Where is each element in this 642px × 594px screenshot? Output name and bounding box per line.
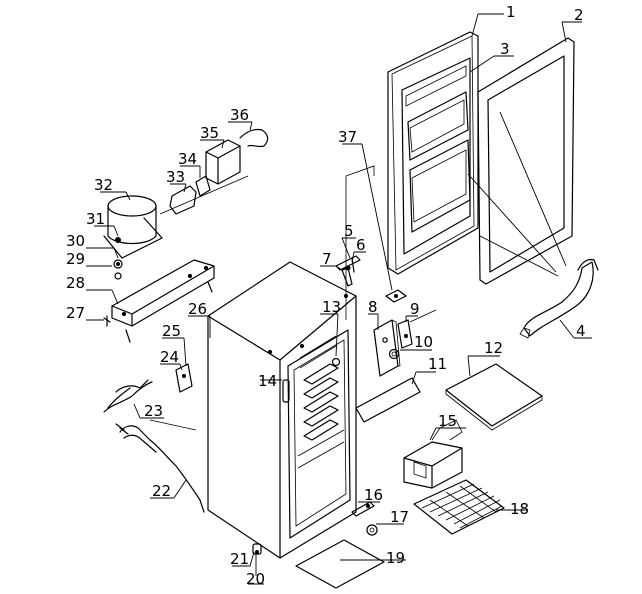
power-cord — [115, 423, 205, 513]
callout-9: 9 — [410, 300, 420, 318]
callout-5: 5 — [344, 222, 354, 240]
crisper-cover-glass — [295, 539, 385, 589]
compressor-base-plate — [111, 259, 215, 327]
glass-shelf — [445, 363, 543, 431]
callout-35: 35 — [200, 124, 219, 142]
door-gasket — [477, 37, 575, 285]
terminal-line — [159, 175, 249, 215]
callout-32: 32 — [94, 176, 113, 194]
callout-21: 21 — [230, 550, 249, 568]
callout-6: 6 — [356, 236, 366, 254]
top-hinge — [335, 255, 361, 287]
bottom-foot — [252, 543, 262, 555]
callout-11: 11 — [428, 355, 447, 373]
callout-13: 13 — [322, 298, 341, 316]
callout-26: 26 — [188, 300, 207, 318]
callout-20: 20 — [246, 570, 265, 588]
callout-18: 18 — [510, 500, 529, 518]
callout-15: 15 — [438, 412, 457, 430]
callout-23: 23 — [144, 402, 163, 420]
leveling-foot — [366, 524, 378, 536]
callout-37: 37 — [338, 128, 357, 146]
door-liner — [405, 65, 471, 233]
drain-line — [149, 419, 197, 431]
thermostat-knob — [331, 357, 341, 367]
callout-19: 19 — [386, 549, 405, 567]
callout-16: 16 — [364, 486, 383, 504]
callout-10: 10 — [414, 333, 433, 351]
callout-28: 28 — [66, 274, 85, 292]
callout-14: 14 — [258, 372, 277, 390]
ptc-starter — [195, 175, 211, 197]
hinge-pin — [351, 501, 375, 517]
door-handle — [519, 258, 599, 339]
callout-33: 33 — [166, 168, 185, 186]
callout-29: 29 — [66, 250, 85, 268]
bottom-cover — [355, 377, 421, 423]
callout-8: 8 — [368, 298, 378, 316]
callout-3: 3 — [500, 40, 510, 58]
cabinet-body — [207, 261, 357, 559]
relay-switch — [397, 309, 437, 349]
wire-harness — [103, 379, 153, 413]
cabinet-shelves — [297, 335, 345, 469]
callout-22: 22 — [152, 482, 171, 500]
callout-4: 4 — [576, 322, 586, 340]
light-switch — [282, 379, 290, 403]
callout-1: 1 — [506, 3, 516, 21]
callout-27: 27 — [66, 304, 85, 322]
callout-17: 17 — [390, 508, 409, 526]
callout-7: 7 — [322, 250, 332, 268]
bracket-37 — [385, 289, 407, 303]
leader-lines — [86, 13, 592, 585]
relay-cover — [205, 139, 241, 185]
callout-25: 25 — [162, 322, 181, 340]
callout-30: 30 — [66, 232, 85, 250]
compressor — [103, 195, 163, 259]
wire-rack — [413, 479, 505, 535]
control-box — [373, 319, 401, 377]
callout-36: 36 — [230, 106, 249, 124]
door-outer-panel — [387, 31, 479, 275]
callout-24: 24 — [160, 348, 179, 366]
callout-31: 31 — [86, 210, 105, 228]
crisper-drawer — [403, 419, 463, 489]
callout-2: 2 — [574, 6, 584, 24]
knob — [388, 348, 400, 360]
cord-clamp — [175, 363, 193, 393]
callout-labels: 1 2 3 4 5 6 7 8 9 10 11 12 13 14 15 16 1… — [66, 3, 586, 588]
clip-spring — [239, 128, 269, 148]
compressor-mounts — [113, 259, 123, 280]
base-screws — [103, 281, 213, 343]
callout-34: 34 — [178, 150, 197, 168]
starter-bracket — [169, 185, 197, 215]
callout-12: 12 — [484, 339, 503, 357]
